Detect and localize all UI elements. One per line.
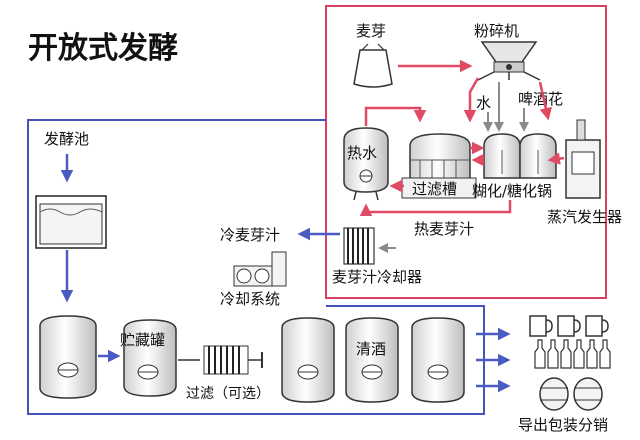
mash-kettle bbox=[483, 133, 557, 179]
beer-mugs-icon bbox=[529, 315, 609, 337]
malt-bag-icon bbox=[353, 43, 393, 88]
bright-tank-3 bbox=[411, 317, 465, 403]
storage-tank-label: 贮藏罐 bbox=[120, 331, 165, 349]
fermentation-pool-label: 发酵池 bbox=[44, 130, 89, 148]
cooling-system-label: 冷却系统 bbox=[220, 290, 280, 308]
filtration-label: 过滤（可选） bbox=[186, 386, 270, 402]
arrow-mill-to-mash bbox=[538, 81, 552, 121]
fermentation-pool bbox=[35, 195, 107, 249]
arrow-hotwater-to-lauter bbox=[364, 106, 427, 126]
arrow-mill-to-kettle bbox=[463, 77, 480, 123]
lauter-tun bbox=[401, 133, 477, 199]
beer-bottles-icon bbox=[534, 339, 611, 369]
brewhouse-border bbox=[325, 5, 607, 299]
wort-cooler-label: 麦芽汁冷却器 bbox=[332, 268, 422, 286]
packaging-label: 导出包装分销 bbox=[518, 416, 608, 434]
steam-generator bbox=[565, 119, 601, 199]
malt-label: 麦芽 bbox=[356, 22, 386, 40]
filter-icon bbox=[203, 345, 263, 375]
hot-water-tank bbox=[343, 127, 389, 201]
hot-wort-label: 热麦芽汁 bbox=[414, 220, 474, 238]
cooling-system-icon bbox=[233, 251, 287, 287]
bright-tank-2 bbox=[345, 317, 399, 403]
mash-kettle-label: 糊化/糖化锅 bbox=[472, 182, 552, 200]
fermentation-border bbox=[27, 119, 485, 415]
cold-wort-label: 冷麦芽汁 bbox=[220, 226, 280, 244]
hops-label: 啤酒花 bbox=[518, 90, 563, 108]
wort-cooler bbox=[343, 227, 375, 265]
lauter-tun-label: 过滤槽 bbox=[412, 180, 457, 198]
hot-water-label: 热水 bbox=[347, 144, 377, 162]
storage-tank bbox=[123, 319, 177, 397]
mill-icon bbox=[477, 41, 541, 81]
water-label: 水 bbox=[476, 94, 491, 112]
bright-beer-label: 清酒 bbox=[356, 340, 386, 358]
fermentation-tank bbox=[39, 315, 97, 399]
arrow-hot-wort bbox=[359, 200, 512, 216]
arrow-steam-to-mash bbox=[547, 152, 565, 165]
steam-generator-label: 蒸汽发生器 bbox=[547, 208, 622, 226]
beer-kegs-icon bbox=[539, 377, 603, 411]
mill-label: 粉碎机 bbox=[474, 22, 519, 40]
bright-tank-1 bbox=[281, 317, 335, 403]
diagram-title: 开放式发酵 bbox=[28, 31, 178, 66]
